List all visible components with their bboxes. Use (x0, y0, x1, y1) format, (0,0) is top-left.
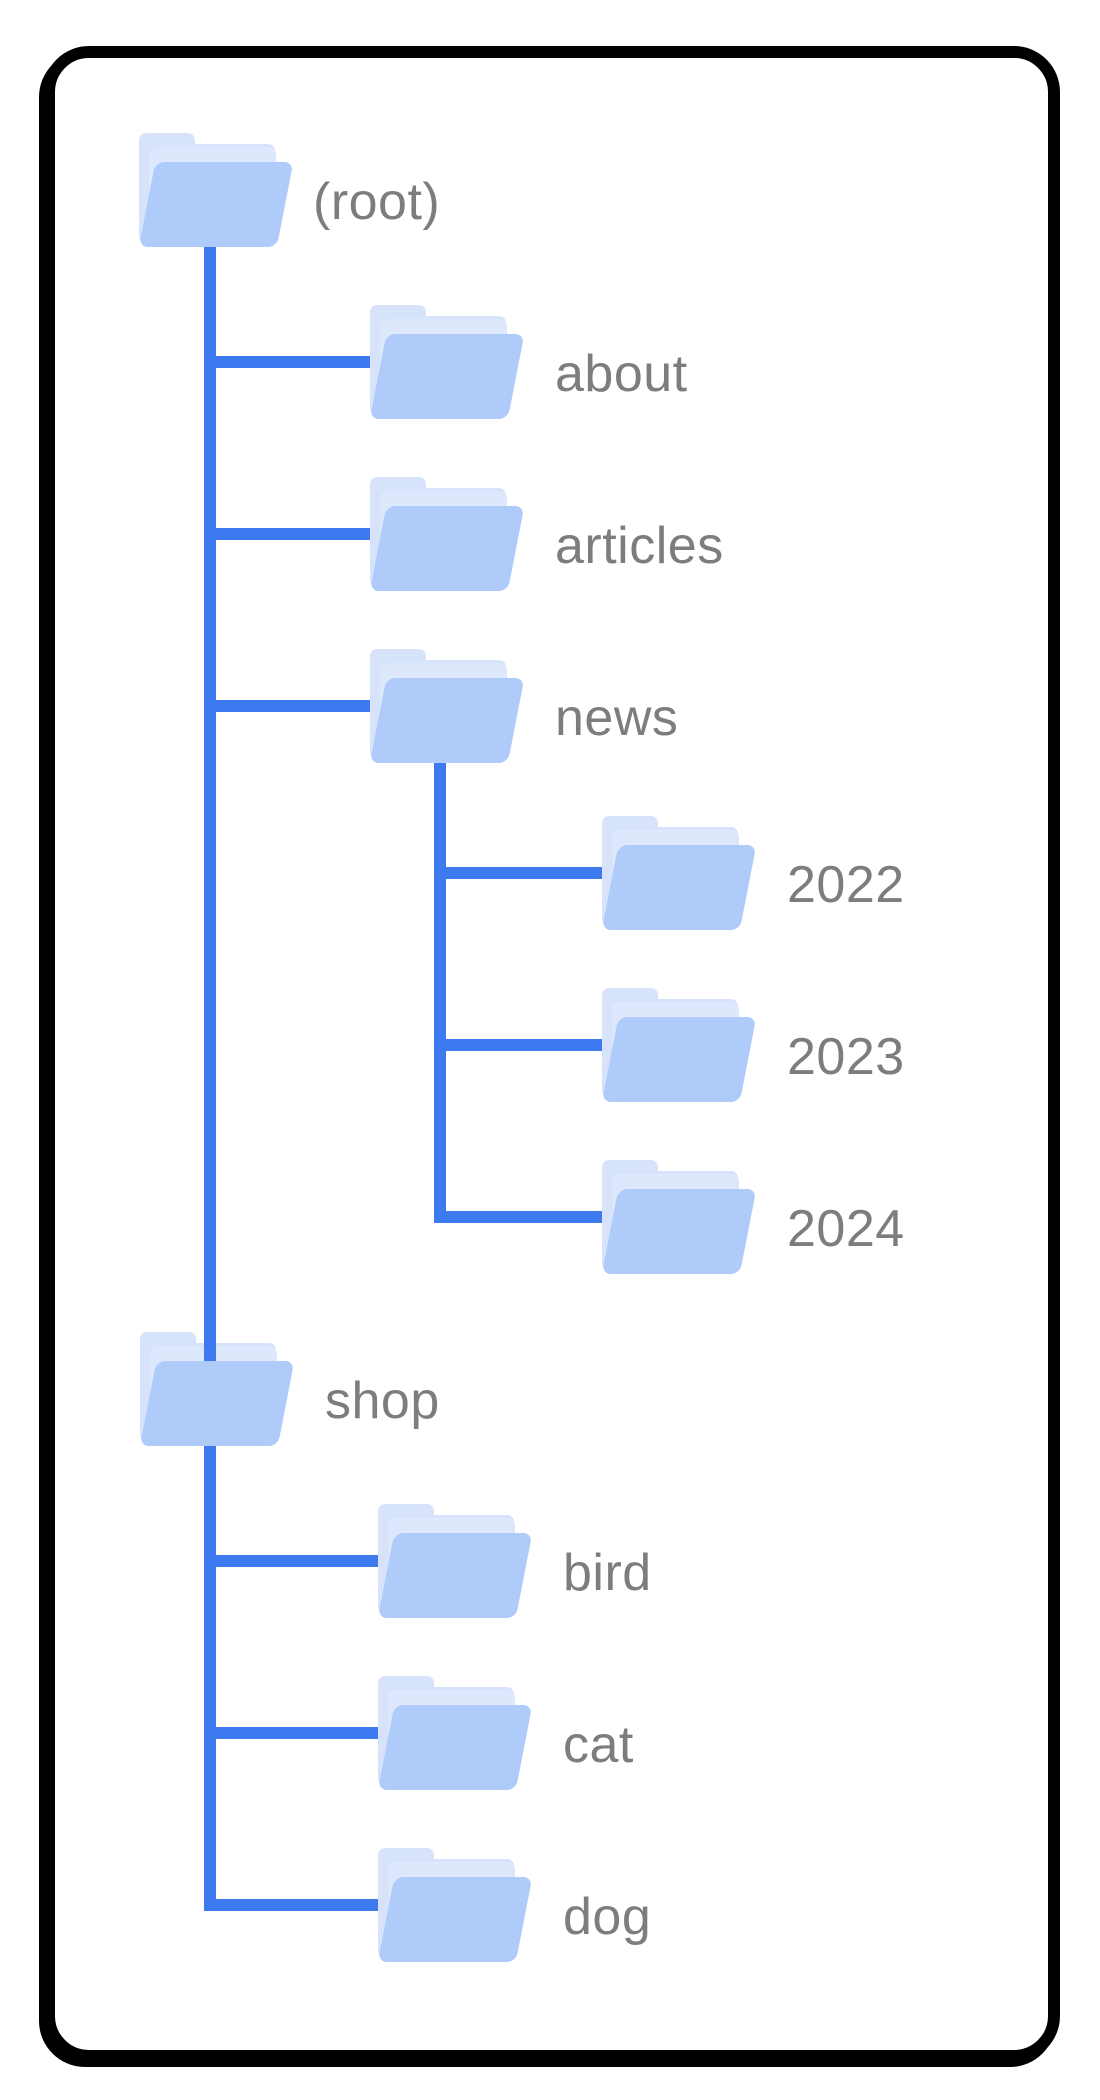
tree-node-shop: shop (139, 1332, 439, 1447)
connector-branch-2022 (434, 867, 602, 879)
connector-branch-about (204, 356, 370, 368)
connector-branch-articles (204, 528, 370, 540)
folder-label-2022: 2022 (787, 856, 905, 914)
connector-trunk-news (434, 755, 446, 1223)
connector-branch-cat (204, 1727, 378, 1739)
folder-label-cat: cat (563, 1716, 634, 1774)
folder-icon (377, 1533, 533, 1618)
tree-node-about: about (369, 305, 687, 420)
folder-icon (369, 506, 525, 591)
folder-label-about: about (555, 345, 688, 403)
folder-label-news: news (555, 689, 679, 747)
folder-label-bird: bird (563, 1544, 652, 1602)
tree-node-articles: articles (369, 477, 723, 592)
folder-icon (601, 1189, 757, 1274)
tree-node-bird: bird (377, 1504, 651, 1619)
connector-branch-2023 (434, 1039, 602, 1051)
folder-icon (377, 1705, 533, 1790)
diagram-card (43, 46, 1060, 2062)
folder-label-articles: articles (555, 517, 724, 575)
folder-label-dog: dog (563, 1888, 652, 1946)
connector-branch-2024 (434, 1211, 602, 1223)
tree-node-news: news (369, 649, 678, 764)
folder-label-root: (root) (313, 173, 441, 231)
connector-branch-bird (204, 1555, 378, 1567)
connector-trunk-root (204, 240, 216, 1911)
folder-icon (139, 1361, 295, 1446)
folder-icon (601, 1017, 757, 1102)
folder-icon (369, 334, 525, 419)
folder-icon (369, 678, 525, 763)
folder-icon (138, 162, 294, 247)
folder-icon (377, 1877, 533, 1962)
connector-branch-dog (204, 1899, 378, 1911)
tree-node-dog: dog (377, 1848, 651, 1963)
folder-label-2023: 2023 (787, 1028, 905, 1086)
tree-node-2022: 2022 (601, 816, 904, 931)
tree-node-2024: 2024 (601, 1160, 904, 1275)
tree-node-cat: cat (377, 1676, 633, 1791)
folder-label-2024: 2024 (787, 1200, 905, 1258)
folder-label-shop: shop (325, 1372, 440, 1430)
folder-icon (601, 845, 757, 930)
tree-node-root: (root) (138, 133, 440, 248)
tree-node-2023: 2023 (601, 988, 904, 1103)
connector-branch-news (204, 700, 370, 712)
